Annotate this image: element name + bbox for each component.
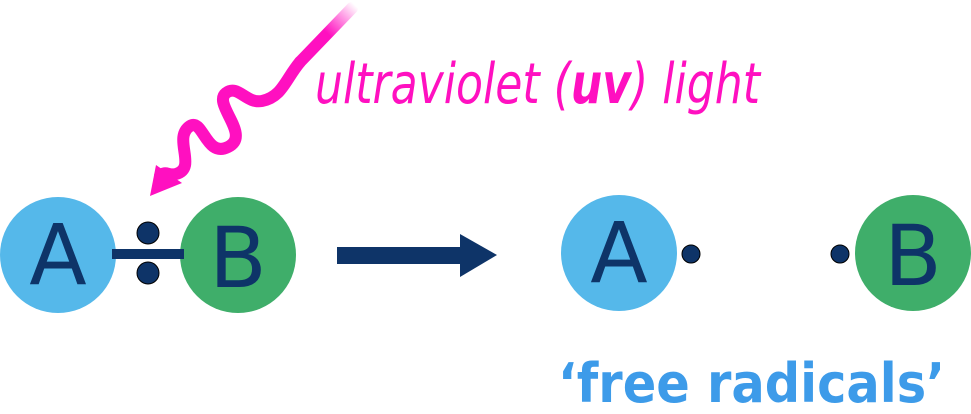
uv-label: ultraviolet (uv) light bbox=[315, 52, 762, 117]
unpaired-electron-dot bbox=[830, 244, 850, 264]
atom-a-circle bbox=[561, 195, 677, 311]
free-radical-b: B bbox=[830, 195, 971, 311]
electron-dot bbox=[136, 221, 160, 245]
atom-b-circle bbox=[180, 197, 296, 313]
free-radicals-caption: ‘free radicals’ bbox=[558, 352, 945, 414]
atom-a-circle bbox=[0, 197, 116, 313]
free-radical-a: A bbox=[561, 195, 701, 311]
molecule-ab: A B bbox=[0, 197, 296, 313]
uv-wave-arrow-icon bbox=[150, 2, 358, 196]
unpaired-electron-dot bbox=[681, 244, 701, 264]
electron-dot bbox=[136, 261, 160, 285]
atom-b-label: B bbox=[209, 209, 267, 307]
atom-a-label: A bbox=[29, 206, 86, 304]
atom-b-circle bbox=[855, 195, 971, 311]
atom-b-label: B bbox=[884, 207, 942, 305]
atom-a-label: A bbox=[590, 204, 647, 302]
reaction-arrow-icon bbox=[337, 234, 497, 277]
bond-line bbox=[112, 249, 184, 259]
